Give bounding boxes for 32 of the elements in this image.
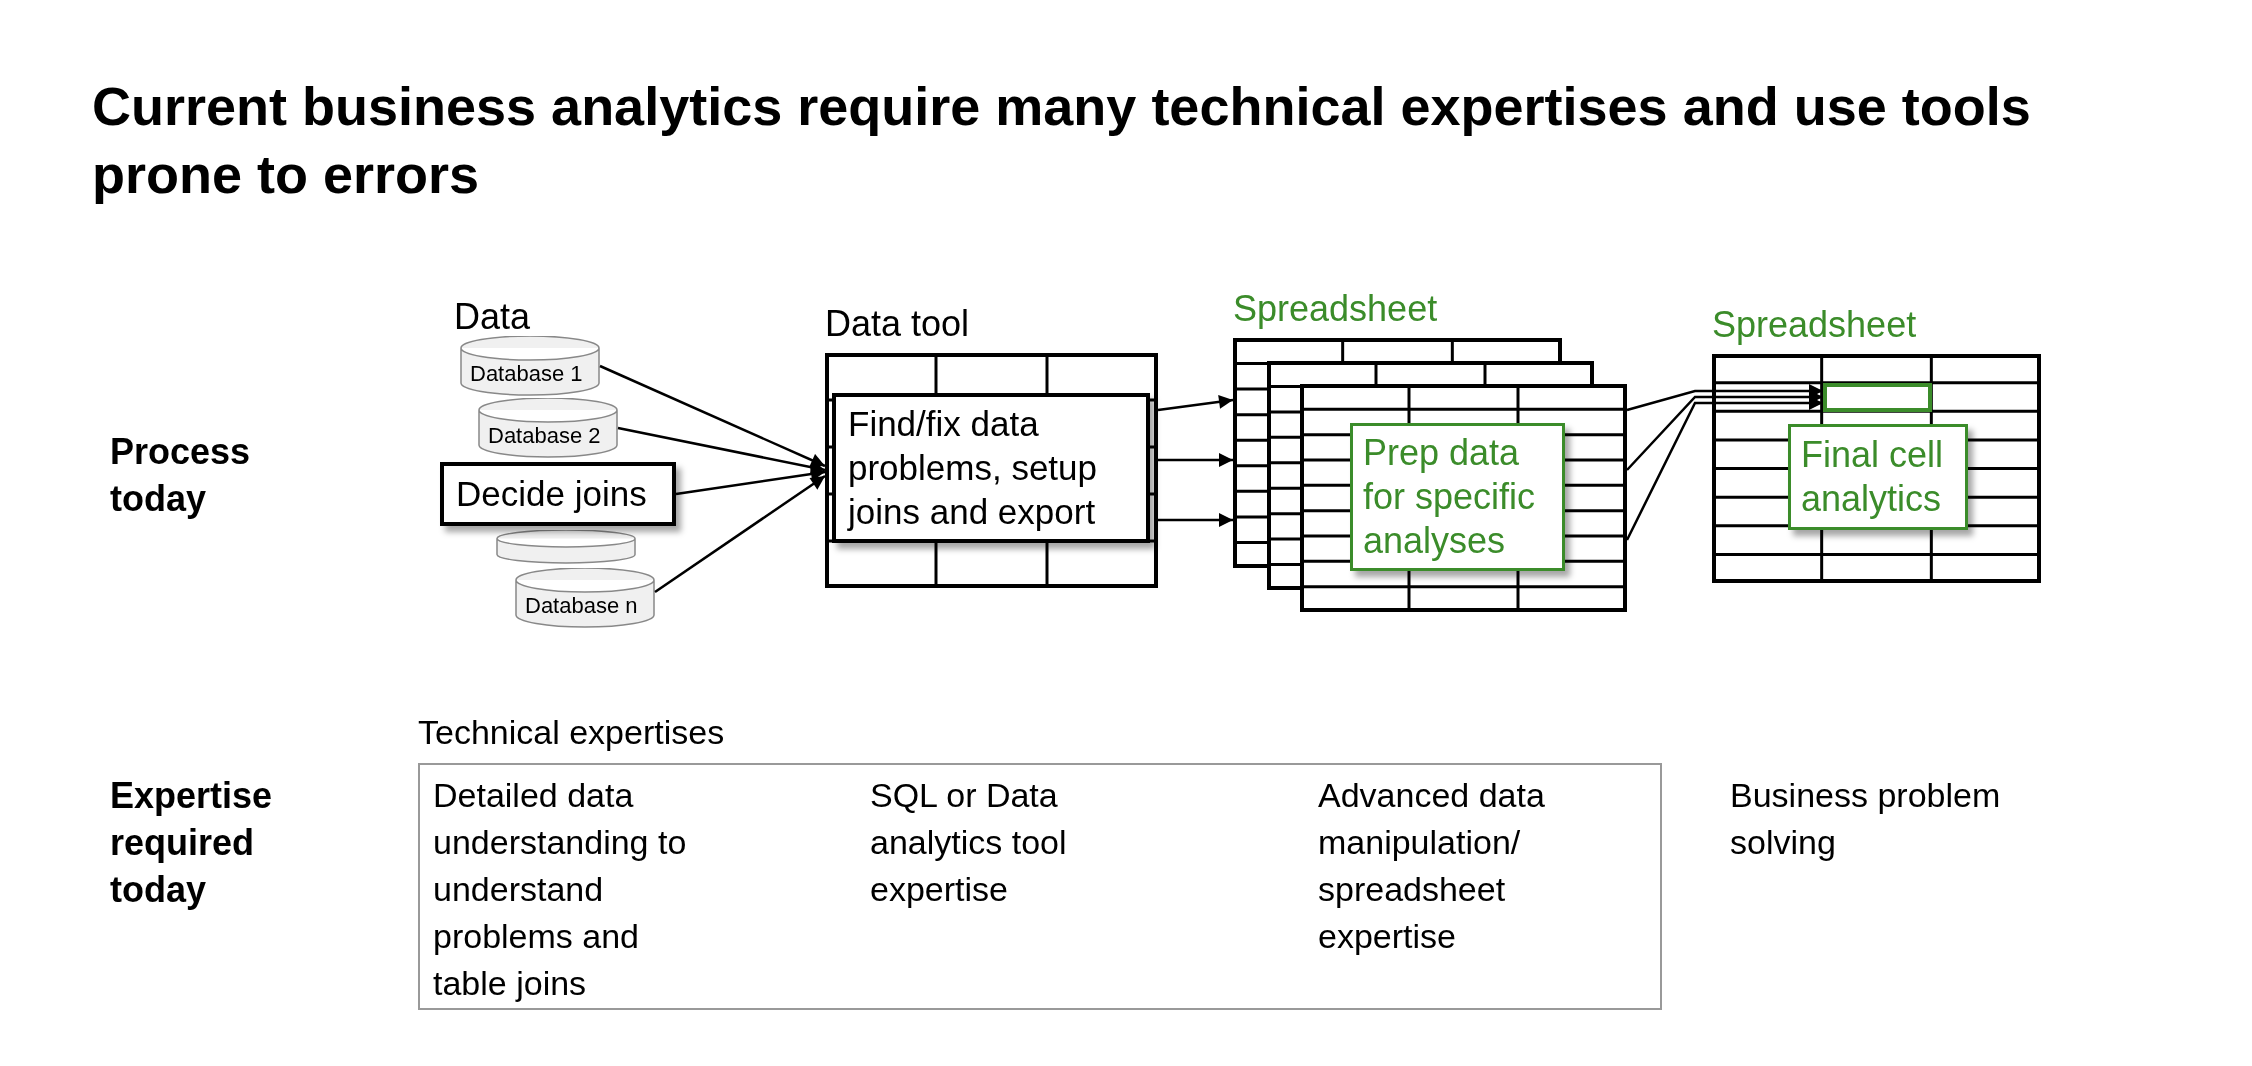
expertise-text: SQL or Data analytics tool expertise bbox=[870, 772, 1130, 1002]
expertise-text: Advanced data manipulation/ spreadsheet expertise bbox=[1318, 772, 1618, 1002]
process-box: Find/fix data problems, setup joins and export bbox=[832, 393, 1150, 543]
database-cylinder bbox=[478, 398, 618, 458]
row-label: Expertise required today bbox=[110, 774, 274, 912]
arrow bbox=[675, 467, 826, 496]
process-box: Prep data for specific analyses bbox=[1350, 423, 1565, 571]
arrow bbox=[654, 474, 826, 594]
process-box: Decide joins bbox=[440, 462, 676, 526]
highlighted-cell bbox=[1823, 383, 1932, 412]
database-label: Database 2 bbox=[488, 424, 601, 448]
database-cylinder bbox=[496, 530, 636, 564]
arrow bbox=[1158, 453, 1233, 467]
arrow bbox=[1157, 394, 1234, 412]
section-heading: Spreadsheet bbox=[1233, 288, 1438, 330]
arrow bbox=[617, 426, 826, 475]
title: Current business analytics require many technical expertises and use tools prone to errors bbox=[92, 75, 2032, 206]
arrow bbox=[599, 364, 826, 468]
section-heading: Spreadsheet bbox=[1712, 304, 1917, 346]
column-heading: Data bbox=[454, 296, 531, 338]
process-box: Final cell analytics bbox=[1788, 424, 1968, 530]
database-cylinder bbox=[515, 568, 655, 628]
arrow bbox=[1626, 384, 1823, 412]
section-heading: Technical expertises bbox=[418, 713, 725, 752]
expertise-text: Detailed data understanding to understand problems and table joins bbox=[433, 772, 693, 1002]
database-label: Database 1 bbox=[470, 362, 583, 386]
database-cylinder bbox=[460, 336, 600, 396]
expertise-text: Business problem solving bbox=[1730, 775, 2002, 863]
section-heading: Data tool bbox=[825, 303, 970, 345]
row-label: Process today bbox=[110, 430, 252, 521]
database-label: Database n bbox=[525, 594, 638, 618]
arrow bbox=[1158, 513, 1233, 527]
